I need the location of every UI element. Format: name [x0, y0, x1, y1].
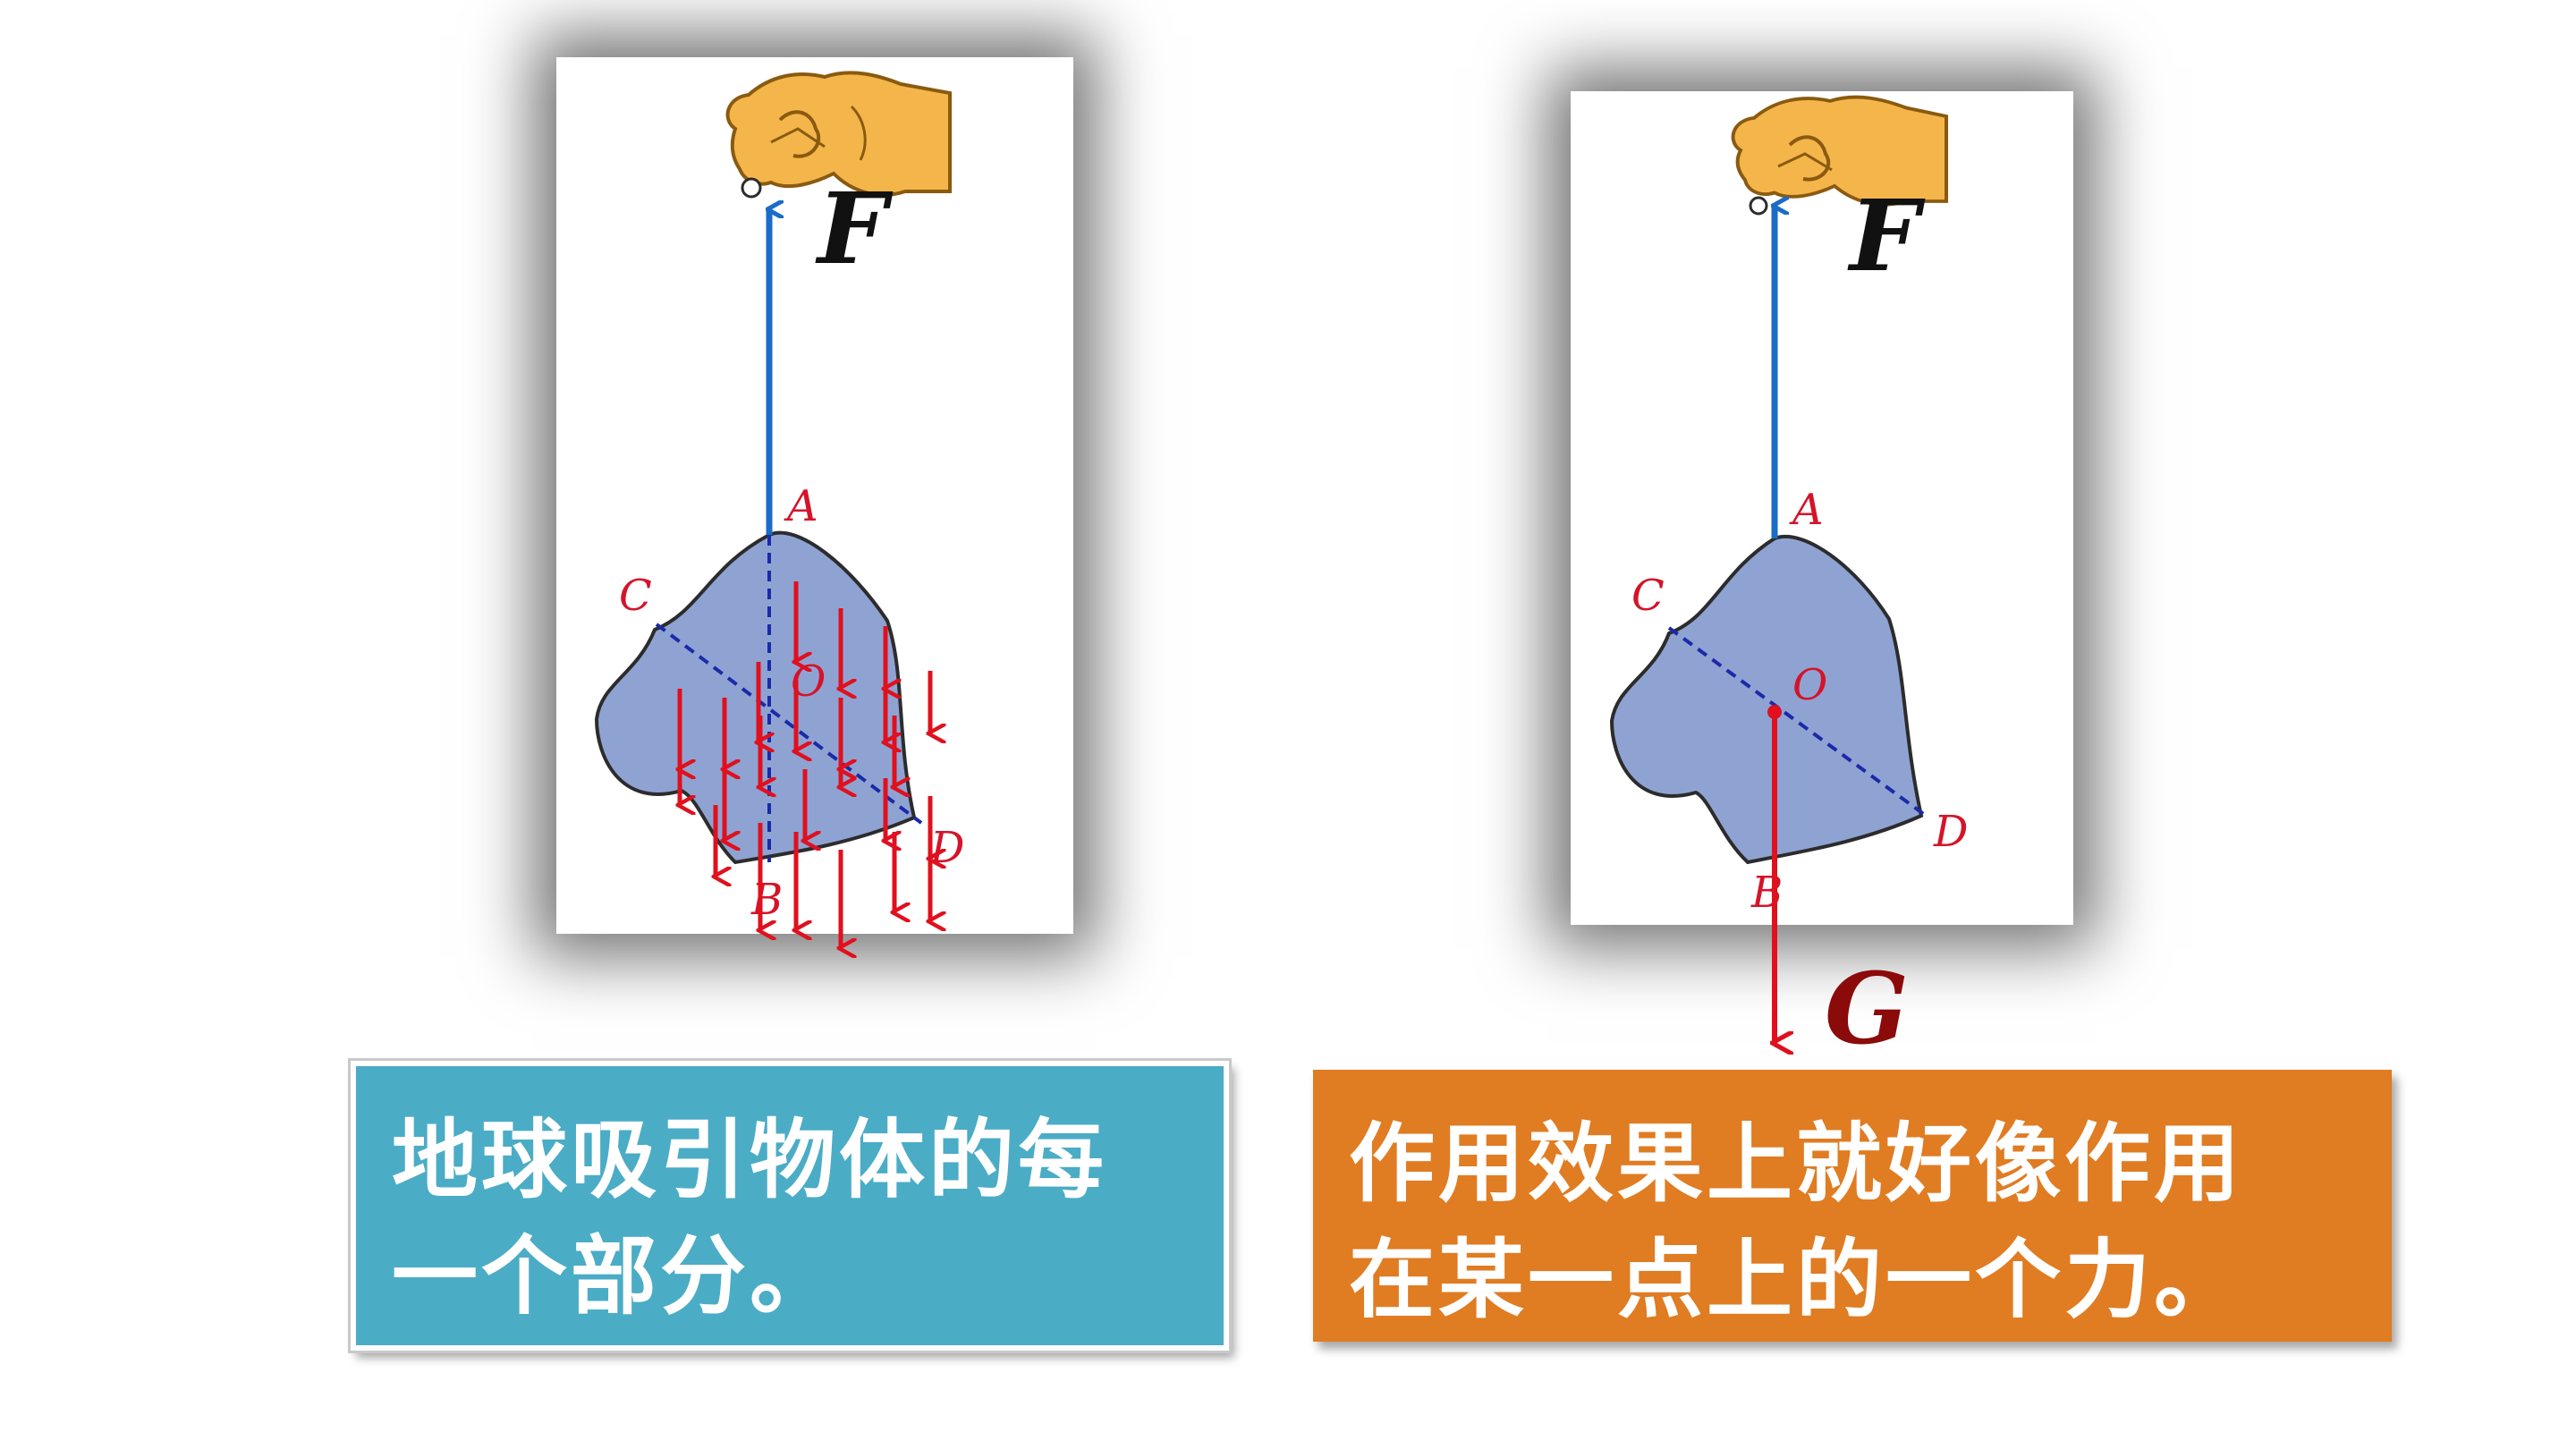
caption-right-box: 作用效果上就好像作用 在某一点上的一个力。 — [1313, 1070, 2392, 1342]
point-o-label: O — [791, 657, 826, 707]
point-b-label: B — [750, 875, 783, 925]
hand-ring-icon — [741, 177, 762, 199]
rock-body — [1609, 535, 1924, 865]
right-figure: F A C O D B — [1609, 95, 1968, 918]
point-b-label: B — [1750, 868, 1783, 918]
caption-right-line2: 在某一点上的一个力。 — [1349, 1230, 2243, 1330]
point-o-label: O — [1792, 660, 1827, 710]
left-figure: F A C O D B — [594, 71, 964, 925]
force-f-label: F — [1847, 178, 1926, 293]
point-d-label: D — [929, 823, 964, 873]
point-a-label: A — [784, 481, 818, 531]
center-of-gravity-point — [1767, 705, 1782, 719]
cd-dashed-line — [655, 623, 923, 825]
hand-ring-icon — [1749, 196, 1768, 216]
hand-icon — [725, 71, 952, 199]
caption-left-box: 地球吸引物体的每 一个部分。 — [348, 1058, 1232, 1353]
point-c-label: C — [619, 571, 652, 621]
point-d-label: D — [1933, 807, 1968, 857]
gravity-g-label: G — [1825, 951, 1909, 1066]
point-c-label: C — [1631, 571, 1665, 621]
hand-icon — [1731, 95, 1948, 216]
caption-right-line1: 作用效果上就好像作用 — [1349, 1114, 2243, 1214]
right-figure-panel: F A C O D B — [1571, 91, 2073, 925]
left-figure-panel: F A C O D B — [556, 57, 1073, 934]
caption-left-line1: 地球吸引物体的每 — [392, 1110, 1107, 1210]
point-a-label: A — [1789, 485, 1824, 535]
force-f-label: F — [815, 171, 894, 286]
caption-left-line2: 一个部分。 — [392, 1226, 839, 1326]
